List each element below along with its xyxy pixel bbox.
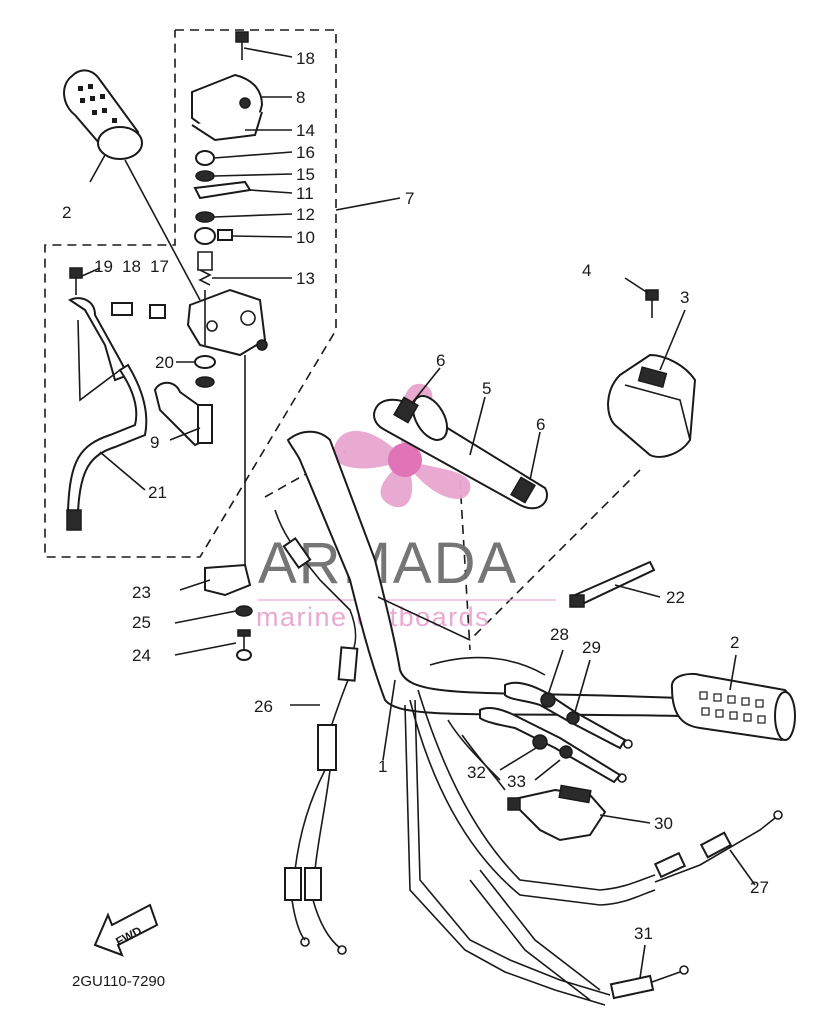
fwd-arrow-icon: FWD — [93, 903, 159, 957]
callout-10: 10 — [296, 228, 315, 247]
callout-numbers: 18 8 14 16 15 11 12 10 13 7 2 19 18 17 2… — [62, 49, 769, 943]
cable-tie — [569, 560, 656, 608]
callout-30: 30 — [654, 814, 673, 833]
left-grip — [63, 69, 143, 160]
small-parts-stack — [193, 31, 252, 286]
switch-assembly-frame — [44, 29, 337, 558]
handlebar-harness — [404, 656, 656, 1006]
callout-5: 5 — [482, 379, 491, 398]
diagram-code: 2GU110-7290 — [72, 973, 165, 990]
switch-housing — [186, 288, 268, 357]
callout-12: 12 — [296, 205, 315, 224]
throttle-housing — [204, 563, 253, 661]
callout-26: 26 — [254, 697, 273, 716]
callout-11: 11 — [296, 184, 314, 203]
callout-32: 32 — [467, 763, 486, 782]
wire-lead — [609, 965, 689, 1000]
callout-18-top: 18 — [296, 49, 315, 68]
callout-14: 14 — [296, 121, 315, 140]
callout-13: 13 — [296, 269, 315, 288]
callout-31: 31 — [634, 924, 653, 943]
callout-1: 1 — [378, 757, 387, 776]
callout-18-left: 18 — [122, 257, 141, 276]
callout-20: 20 — [155, 353, 174, 372]
leader-lines — [81, 47, 756, 979]
kill-switch-wiring — [66, 267, 216, 531]
callout-28: 28 — [550, 625, 569, 644]
gasket — [191, 111, 263, 142]
callout-19: 19 — [94, 257, 113, 276]
callout-7: 7 — [405, 189, 414, 208]
callout-3: 3 — [680, 288, 689, 307]
switch-connector — [507, 784, 607, 842]
callout-2-left: 2 — [62, 203, 71, 222]
callout-29: 29 — [582, 638, 601, 657]
throttle-grip-tube — [373, 395, 548, 510]
callout-17: 17 — [150, 257, 169, 276]
callout-33: 33 — [507, 772, 526, 791]
switch-cover — [607, 353, 697, 458]
lever-cables — [479, 681, 633, 784]
callout-6-bottom: 6 — [536, 415, 545, 434]
callout-9: 9 — [150, 433, 159, 452]
callout-6-top: 6 — [436, 351, 445, 370]
callout-21: 21 — [148, 483, 167, 502]
callout-16: 16 — [296, 143, 315, 162]
callout-23: 23 — [132, 583, 151, 602]
callout-8: 8 — [296, 88, 305, 107]
callout-22: 22 — [666, 588, 685, 607]
right-grip — [670, 672, 796, 742]
callout-2-right: 2 — [730, 633, 739, 652]
callout-15: 15 — [296, 165, 315, 184]
choke-cable — [653, 810, 783, 883]
callout-25: 25 — [132, 613, 151, 632]
throttle-cable — [274, 509, 359, 955]
cover-screw — [645, 289, 659, 318]
callout-24: 24 — [132, 646, 151, 665]
callout-4: 4 — [582, 261, 591, 280]
callout-27: 27 — [750, 878, 769, 897]
